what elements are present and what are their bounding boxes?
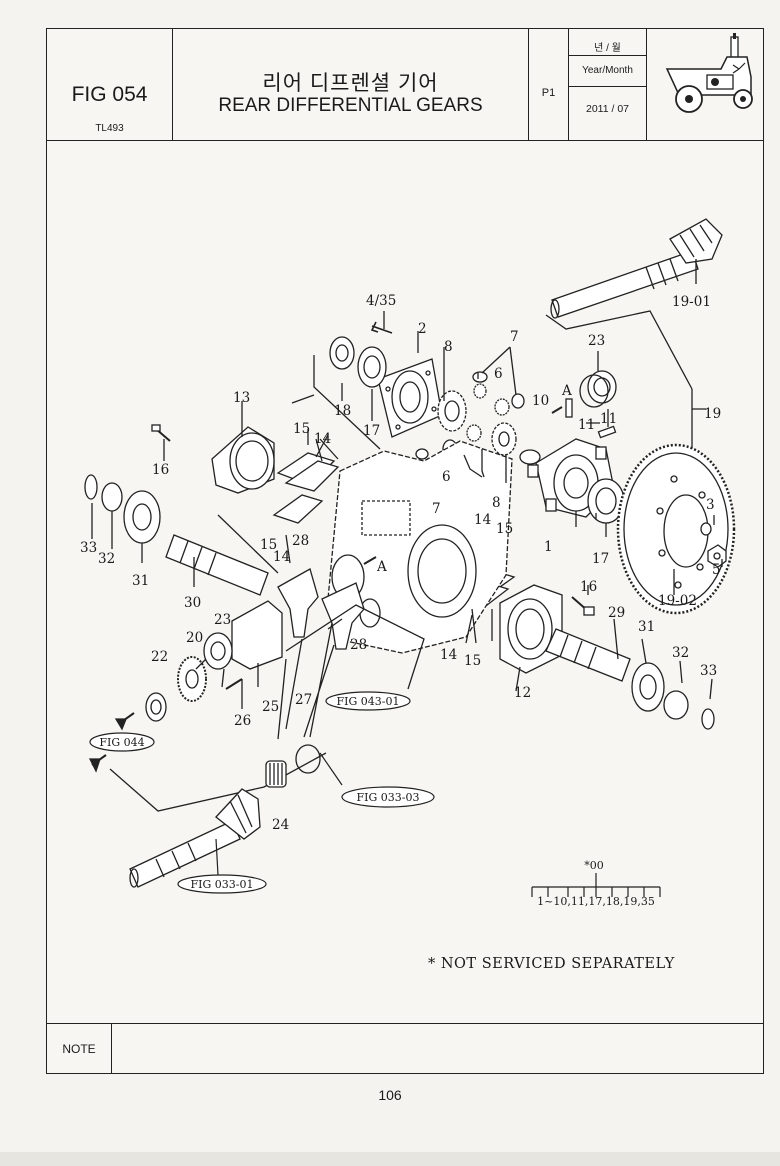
title-english: REAR DIFFERENTIAL GEARS: [218, 95, 483, 116]
scan-footer: [0, 1152, 780, 1166]
label-20: 20: [186, 630, 203, 646]
note-row: NOTE: [47, 1023, 763, 1073]
bearing-23-upper: [579, 370, 617, 408]
label-19-01: 19-01: [672, 294, 711, 310]
tractor-icon: [665, 33, 753, 113]
label-7-lower: 7: [432, 501, 441, 517]
bearing-18: [329, 336, 355, 370]
date-label-korean: 년 / 월: [594, 43, 621, 54]
label-15-upper: 15: [293, 421, 310, 437]
label-12: 12: [514, 685, 531, 701]
label-23-lower: 23: [214, 612, 231, 628]
bearing-17-left: [357, 346, 387, 388]
label-14-left: 14: [273, 549, 290, 565]
label-14-mid: 14: [474, 512, 491, 528]
label-17-left: 17: [363, 423, 380, 439]
label-a-right: A: [561, 383, 572, 399]
label-29: 29: [608, 605, 625, 621]
label-8-lower: 8: [492, 495, 501, 511]
label-31-right: 31: [638, 619, 655, 635]
label-15-mid: 15: [496, 521, 513, 537]
ref-fig-033-03-text: FIG 033-03: [357, 791, 420, 804]
label-15-lower: 15: [464, 653, 481, 669]
label-3: 3: [706, 497, 715, 513]
label-14-lower: 14: [440, 647, 457, 663]
label-a-left: A: [376, 559, 387, 575]
ref-fig-043-01[interactable]: FIG 043-01: [325, 691, 411, 711]
title-cell: 리어 디프렌셜 기어 REAR DIFFERENTIAL GEARS: [173, 29, 529, 140]
date-cell: 년 / 월 Year/Month 2011 / 07: [569, 29, 647, 140]
cover-12: [499, 584, 563, 674]
side-gear-8-lower: [491, 422, 517, 456]
label-2: 2: [418, 321, 427, 337]
label-17-right: 17: [592, 551, 609, 567]
transmission-housing: [327, 440, 513, 654]
page-cell: P1: [529, 29, 569, 140]
header-block: FIG 054 TL493 리어 디프렌셜 기어 REAR DIFFERENTI…: [47, 29, 763, 141]
label-6-upper: 6: [494, 366, 503, 382]
retainer-plate-2: [377, 358, 443, 438]
group-members: 1~10,11,17,18,19,35: [537, 895, 655, 908]
group-symbol: *00: [584, 859, 604, 872]
label-7-upper: 7: [510, 329, 519, 345]
label-18: 18: [334, 403, 351, 419]
label-25: 25: [262, 699, 279, 715]
fig-number: FIG 054: [71, 83, 148, 106]
group-bracket: [531, 873, 661, 897]
fig-cell: FIG 054 TL493: [47, 29, 173, 140]
label-19-02: 19-02: [658, 593, 697, 609]
ring-gear-19-02: [616, 443, 736, 615]
logo-cell: [647, 29, 765, 140]
note-label: NOTE: [47, 1024, 112, 1073]
label-8-upper: 8: [444, 339, 453, 355]
label-32-left: 32: [98, 551, 115, 567]
ref-fig-043-01-text: FIG 043-01: [337, 695, 400, 708]
label-23-upper: 23: [588, 333, 605, 349]
label-10: 10: [532, 393, 549, 409]
ref-fig-033-01[interactable]: FIG 033-01: [177, 874, 267, 894]
label-13: 13: [233, 390, 250, 406]
page-number: 106: [378, 1087, 402, 1103]
label-32-right: 32: [672, 645, 689, 661]
pinion-shaft-19-01: [550, 218, 723, 319]
label-16-right: 16: [580, 579, 597, 595]
label-28-upper: 28: [292, 533, 309, 549]
label-11-a: 11: [578, 417, 595, 433]
model-code: TL493: [95, 123, 124, 134]
cover-13: [211, 426, 275, 494]
exploded-parts-diagram: 4/35 2 8 7 6 18 17 13 15 14 10 11 11 23 …: [80, 218, 736, 972]
label-27: 27: [295, 692, 312, 708]
shaft-30: [165, 534, 269, 596]
label-33-left: 33: [80, 540, 97, 556]
label-5: 5: [712, 562, 721, 578]
label-6-lower: 6: [442, 469, 451, 485]
ref-fig-033-03[interactable]: FIG 033-03: [341, 786, 435, 808]
label-16-left: 16: [152, 462, 169, 478]
shaft-033-01: [129, 788, 261, 888]
label-11-b: 11: [600, 411, 617, 427]
page-code: P1: [541, 87, 556, 99]
label-22: 22: [151, 649, 168, 665]
title-korean: 리어 디프렌셜 기어: [262, 72, 439, 95]
label-26: 26: [234, 713, 251, 729]
label-14-upper: 14: [314, 431, 331, 447]
label-28-lower: 28: [350, 637, 367, 653]
ref-fig-033-01-text: FIG 033-01: [191, 878, 254, 891]
date-label-english: Year/Month: [569, 55, 646, 87]
label-4-35: 4/35: [366, 293, 396, 309]
label-24: 24: [272, 817, 289, 833]
ref-fig-044-text: FIG 044: [99, 736, 144, 749]
label-15-left: 15: [260, 537, 277, 553]
side-gear-8-upper: [437, 390, 467, 432]
not-serviced-note: * NOT SERVICED SEPARATELY: [428, 956, 675, 972]
label-30: 30: [184, 595, 201, 611]
shaft-29: [545, 628, 631, 682]
date-value: 2011 / 07: [585, 103, 629, 115]
label-33-right: 33: [700, 663, 717, 679]
label-1: 1: [544, 539, 553, 555]
label-19: 19: [704, 406, 721, 422]
ref-fig-044[interactable]: FIG 044: [89, 732, 155, 752]
label-31-left: 31: [132, 573, 149, 589]
